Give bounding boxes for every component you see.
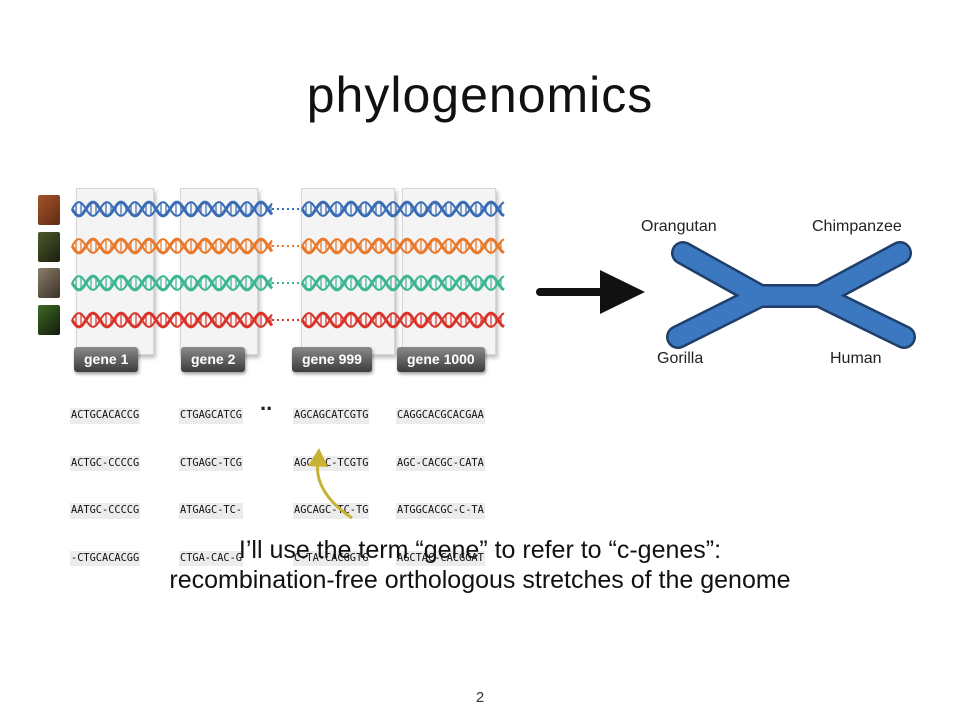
alignment-gene-1: ACTGCACACCG ACTGC-CCCCG AATGC-CCCCG -CTG… xyxy=(70,377,141,583)
tree-label-human: Human xyxy=(830,350,882,367)
sequence-row: ACTGCACACCG xyxy=(70,408,141,424)
sequence-row: AGC-CACGC-CATA xyxy=(396,455,485,471)
human-photo xyxy=(38,268,60,298)
tree-label-chimpanzee: Chimpanzee xyxy=(812,218,902,235)
page-number: 2 xyxy=(475,689,485,706)
chimpanzee-photo xyxy=(38,305,60,335)
sequence-row: AGCAGCATCGTG xyxy=(293,408,370,424)
caption-line-2: recombination-free orthologous stretches… xyxy=(169,566,791,594)
tree-branches xyxy=(666,241,916,349)
sequence-row: ATGAGC-TC- xyxy=(179,503,243,519)
sequence-row: AGCAGC-TC-TG xyxy=(293,503,370,519)
gene-label-1: gene 1 xyxy=(74,347,139,372)
alignment-gene-1000: CAGGCACGCACGAA AGC-CACGC-CATA ATGGCACGC-… xyxy=(396,377,485,583)
sequence-row: ACTGC-CCCCG xyxy=(70,455,141,471)
sequence-row: C-TA-CACGGTG xyxy=(293,550,370,566)
sequence-row: CTGA-CAC-G xyxy=(179,550,243,566)
gene-label-2: gene 2 xyxy=(181,347,246,372)
sequence-row: AGCTAC-CACGGAT xyxy=(396,550,485,566)
sequence-row: AATGC-CCCCG xyxy=(70,503,141,519)
sequence-row: CTGAGCATCG xyxy=(179,408,243,424)
gene-label-1000: gene 1000 xyxy=(397,347,485,372)
sequence-row: CTGAGC-TCG xyxy=(179,455,243,471)
tree-label-gorilla: Gorilla xyxy=(657,350,704,367)
alignment-gene-2: CTGAGCATCG CTGAGC-TCG ATGAGC-TC- CTGA-CA… xyxy=(179,377,243,583)
sequence-row: -CTGCACACGG xyxy=(70,550,141,566)
sequence-row: CAGGCACGCACGAA xyxy=(396,408,485,424)
slide-title: phylogenomics xyxy=(306,67,654,123)
tree-label-orangutan: Orangutan xyxy=(641,218,717,235)
ellipsis: .. xyxy=(260,390,273,415)
caption-line-1: I’ll use the term “gene” to refer to “c-… xyxy=(238,536,722,564)
sequence-row: ATGGCACGC-C-TA xyxy=(396,503,485,519)
orangutan-photo xyxy=(38,195,60,225)
gene-label-999: gene 999 xyxy=(292,347,372,372)
gorilla-photo xyxy=(38,232,60,262)
